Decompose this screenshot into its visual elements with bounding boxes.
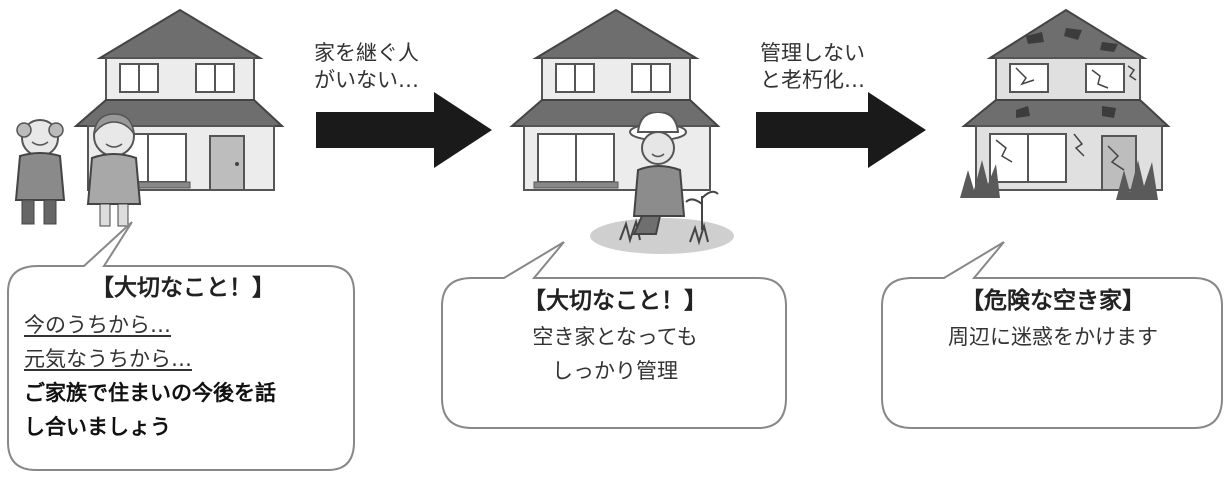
abandoned-house-icon	[960, 8, 1171, 200]
bubble-bold-line: し合いましょう	[24, 415, 171, 439]
bubble-line: 今のうちから…	[24, 313, 171, 337]
arrow-label-line: と老朽化…	[760, 68, 865, 92]
right-arrow-icon	[316, 92, 492, 168]
bubble-line: 空き家となっても	[532, 325, 698, 349]
bubble-title: 【危険な空き家】	[961, 287, 1145, 314]
bubble-line: 周辺に迷惑をかけます	[948, 325, 1158, 349]
right-arrow-icon	[756, 92, 926, 168]
bubble-title: 【大切なこと！】	[91, 274, 275, 301]
speech-bubble	[7, 221, 355, 471]
bubble-line: しっかり管理	[552, 359, 678, 383]
arrow-label-line: がいない…	[314, 68, 419, 92]
house-icon	[509, 8, 721, 191]
bubble-title: 【大切なこと！】	[523, 287, 707, 314]
arrow-label-line: 管理しない	[760, 41, 865, 65]
gardening-woman-icon	[590, 112, 734, 254]
bubble-line: 元気なうちから…	[24, 347, 192, 371]
speech-bubble	[881, 241, 1223, 429]
bubble-bold-line: ご家族で住まいの今後を話	[24, 381, 276, 405]
elderly-couple-icon	[14, 113, 142, 227]
arrow-label-line: 家を継ぐ人	[314, 41, 419, 65]
speech-bubble	[441, 241, 787, 429]
